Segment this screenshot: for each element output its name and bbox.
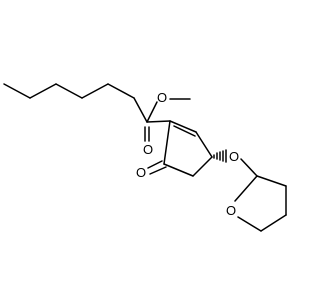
molecule-diagram: O O O O O: [3, 83, 287, 232]
bond-c1-c2: [169, 120, 197, 133]
bond-quat-c1: [146, 120, 171, 123]
bond-chain-3: [55, 83, 83, 99]
tetrahydropyran-ring: [234, 158, 287, 232]
bond-chain-1: [3, 83, 31, 99]
bond-oether-c: [240, 158, 258, 177]
atom-o-methoxy: O: [157, 90, 167, 105]
atom-o-carbonyl: O: [143, 142, 153, 157]
bond-thp-3: [260, 214, 287, 232]
bond-c3-c4: [192, 156, 213, 177]
bond-ketone-1: [147, 160, 163, 169]
bond-c5-c1: [163, 120, 171, 165]
bond-c-omethoxy: [146, 101, 158, 123]
bond-c4-c5: [163, 163, 194, 177]
methyl-ester: [144, 98, 191, 142]
heptyl-chain: [3, 83, 148, 123]
bond-c1-c2-double: [173, 125, 196, 137]
bond-c2-c3: [195, 131, 213, 158]
bond-thp-5: [234, 175, 258, 202]
structure-drawing: O O O O O: [3, 83, 287, 232]
atom-o-ring: O: [226, 203, 236, 218]
bond-thp-1: [256, 175, 287, 187]
bond-chain-5: [107, 83, 135, 99]
cyclopentenone-ring: [146, 120, 213, 177]
bond-ketone-2: [149, 166, 167, 175]
atom-o-ether: O: [229, 149, 239, 164]
atom-o-ketone: O: [136, 165, 146, 180]
bond-chain-6: [133, 97, 148, 123]
bond-chain-4: [81, 83, 109, 99]
bond-chain-2: [29, 83, 57, 99]
bond-thp-4: [237, 216, 262, 232]
hashed-wedge-bond: [213, 149, 227, 163]
